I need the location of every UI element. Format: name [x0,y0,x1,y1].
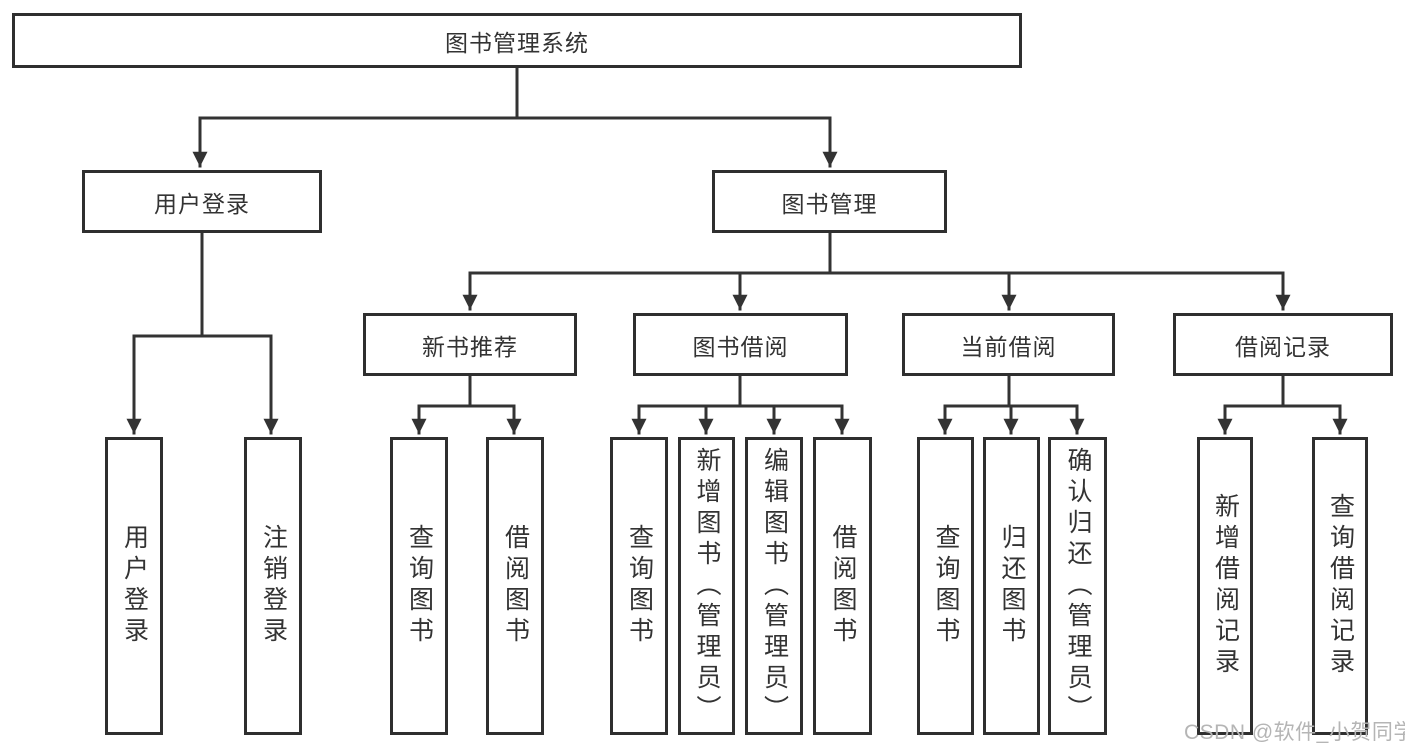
leaf-borrow-book: 借阅图书 [813,437,872,735]
leaf-query-book-recommend-label: 查询图书 [405,524,434,648]
node-root: 图书管理系统 [12,13,1022,68]
connector-group [126,66,1348,435]
node-user-login: 用户登录 [82,170,322,233]
leaf-logout: 注销登录 [244,437,302,735]
leaf-query-book-borrow-label: 查询图书 [625,524,654,648]
leaf-logout-label: 注销登录 [259,524,288,648]
node-user-login-label: 用户登录 [154,190,250,217]
leaf-borrow-book-label: 借阅图书 [829,524,857,648]
node-book-borrow: 图书借阅 [633,313,848,376]
leaf-borrow-book-recommend: 借阅图书 [486,437,544,735]
node-book-borrow-label: 图书借阅 [692,333,789,360]
leaf-query-borrow-record: 查询借阅记录 [1312,437,1368,735]
leaf-borrow-book-recommend-label: 借阅图书 [501,524,530,648]
leaf-add-book-admin-label: 新增图书（管理员） [693,446,721,726]
node-root-label: 图书管理系统 [445,29,589,56]
leaf-query-book-borrow: 查询图书 [610,437,668,735]
node-borrow-records-label: 借阅记录 [1235,333,1331,360]
leaf-user-login: 用户登录 [105,437,163,735]
leaf-edit-book-admin-label: 编辑图书（管理员） [760,446,789,726]
leaf-query-book-current: 查询图书 [917,437,974,735]
node-book-management-label: 图书管理 [781,190,878,217]
leaf-add-book-admin: 新增图书（管理员） [678,437,735,735]
leaf-confirm-return-admin: 确认归还（管理员） [1048,437,1107,735]
leaf-query-borrow-record-label: 查询借阅记录 [1326,493,1355,679]
leaf-query-book-recommend: 查询图书 [390,437,448,735]
leaf-edit-book-admin: 编辑图书（管理员） [745,437,803,735]
leaf-add-borrow-record-label: 新增借阅记录 [1211,493,1240,679]
leaf-confirm-return-admin-label: 确认归还（管理员） [1064,446,1092,726]
leaf-user-login-label: 用户登录 [120,524,149,648]
leaf-add-borrow-record: 新增借阅记录 [1197,437,1253,735]
node-current-borrow: 当前借阅 [902,313,1115,376]
node-current-borrow-label: 当前借阅 [960,333,1057,360]
node-new-book-recommend: 新书推荐 [363,313,577,376]
node-book-management: 图书管理 [712,170,947,233]
node-new-book-recommend-label: 新书推荐 [422,333,518,360]
csdn-watermark: CSDN @软件_小贺同学 [1184,721,1405,744]
leaf-return-book-label: 归还图书 [998,524,1026,648]
leaf-query-book-current-label: 查询图书 [932,524,960,648]
node-borrow-records: 借阅记录 [1173,313,1393,376]
leaf-return-book: 归还图书 [983,437,1040,735]
